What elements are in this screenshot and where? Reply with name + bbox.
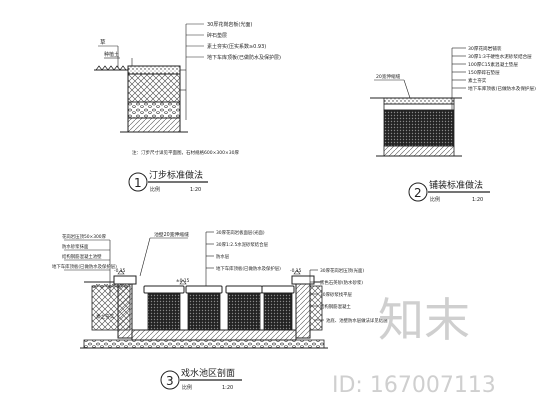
detail-3-right-callout-0: 30厚花岗岩压顶(光面)	[320, 267, 364, 274]
detail-2-callout-5: 地下车库顶板(已做防水及保护层)	[468, 85, 536, 92]
detail-2-callout-1: 30厚1:3干硬性水泥砂浆结合层	[468, 53, 532, 60]
detail-1-marker-circle	[128, 172, 148, 192]
detail-3-left-callout-1: 防水砂浆抹面	[62, 243, 89, 250]
detail-3-right-note: 池底、池壁防水层做法详见结施	[326, 317, 388, 324]
detail-1-callout-3: 地下车库顶板(已做防水及保护层)	[207, 54, 281, 61]
detail-2-title: 铺装标准做法	[429, 179, 483, 191]
gravel-base-layer	[383, 145, 455, 157]
detail-3-left-label: 素土夯实	[96, 313, 115, 320]
detail-3-scale: 1:20	[222, 385, 233, 391]
mortar-layer	[383, 103, 455, 111]
detail-1-label-grass: 草	[100, 38, 106, 46]
detail-2-marker: 2	[414, 186, 422, 200]
detail-1-marker: 1	[134, 176, 142, 190]
right-pool-wall	[295, 281, 311, 339]
detail-2-section: 30厚花岗岩铺装 30厚1:3干硬性水泥砂浆结合层 100厚C15素混凝土垫层 …	[370, 45, 536, 203]
detail-3-mid-callout-2: 防水层	[216, 253, 230, 260]
right-coping-stone	[291, 275, 315, 285]
elevation-left: -0.15	[114, 268, 126, 274]
detail-2-leaders	[374, 47, 466, 110]
slab-top-3	[225, 285, 263, 294]
pool-block-3	[227, 291, 261, 331]
detail-2-callout-4: 素土夯实	[468, 77, 487, 84]
pool-block-1	[147, 291, 181, 331]
paving-layer	[383, 97, 455, 105]
detail-1-scale: 1:20	[190, 187, 201, 193]
roof-slab-layer	[127, 117, 181, 133]
detail-3-left-callout-3: 地下车库顶板(已做防水及保护层)	[52, 263, 117, 270]
slab-top-1	[143, 285, 185, 294]
detail-1-callout-0: 30厚花岗岩板(光面)	[207, 21, 252, 28]
detail-2-marker-circle	[408, 182, 428, 202]
grass-symbol	[95, 65, 127, 71]
detail-3-title: 戏水池区剖面	[181, 367, 235, 379]
detail-2-callout-2: 100厚C15素混凝土垫层	[468, 61, 518, 68]
detail-3-left-callout-0: 花岗岩压顶50×300厚	[62, 233, 107, 240]
detail-1-scale-label: 比例	[150, 186, 160, 193]
base-gravel-layer	[83, 339, 325, 349]
detail-3-right-callout-1: 黑色石英砂(防水砂浆)	[320, 279, 363, 286]
detail-2-callout-3: 150厚碎石垫层	[468, 69, 500, 76]
detail-3-mid-callout-1: 30厚1:2.5水泥砂浆结合层	[216, 241, 269, 248]
elevation-right: -0.15	[290, 268, 302, 274]
detail-3-mid-callout-3: 地下车库顶板(已做防水及保护层)	[216, 265, 281, 272]
detail-2-scale-label: 比例	[430, 196, 440, 203]
detail-1-note: 注：汀步尺寸详见平面图，石材规格600×300×30厚	[132, 149, 239, 156]
compacted-soil-layer	[127, 101, 181, 119]
concrete-layer	[383, 109, 455, 147]
pool-floor-slab	[131, 329, 297, 341]
slab-top-2	[185, 285, 223, 294]
watermark-brand: 知末	[378, 293, 470, 347]
detail-2-callout-0: 30厚花岗岩铺装	[468, 45, 502, 52]
detail-3-mid-callout-0: 30厚花岗岩板面层(光面)	[216, 229, 265, 236]
detail-1-callout-2: 素土夯实(压实系数≥0.93)	[207, 43, 266, 50]
detail-3-section: 池壁20宽伸缩缝 花岗岩压顶50×300厚 防水砂浆抹面 结构钢筋混凝土池壁 地…	[52, 229, 388, 391]
gravel-layer	[127, 73, 181, 103]
slab-top-4	[261, 285, 295, 294]
left-pool-wall	[117, 281, 133, 339]
detail-1-section: 30厚花岗岩板(光面) 碎石垫层 素土夯实(压实系数≥0.93) 地下车库顶板(…	[94, 21, 281, 193]
pool-block-4	[263, 291, 293, 331]
detail-3-top-callout: 池壁20宽伸缩缝	[154, 231, 189, 238]
detail-2-scale: 1:20	[472, 197, 483, 203]
elevation-mid: ±0.15	[176, 278, 190, 284]
watermark-id: ID: 167007113	[332, 373, 496, 398]
detail-1-title: 汀步标准做法	[149, 169, 203, 181]
detail-3-scale-label: 比例	[182, 384, 192, 391]
watermark: 知末 ID: 167007113	[332, 293, 496, 398]
detail-3-marker-circle	[160, 370, 180, 390]
detail-3-right-callout-3: 结构钢筋混凝土	[320, 303, 351, 310]
detail-3-left-callout-2: 结构钢筋混凝土池壁	[62, 253, 102, 260]
detail-1-label-soil: 种植土	[104, 51, 119, 58]
detail-1-leaders	[180, 23, 204, 120]
detail-2-left-label: 20宽伸缩缝	[376, 73, 401, 80]
stone-slab-layer	[127, 65, 181, 75]
left-coping-stone	[113, 275, 137, 285]
pool-block-2	[187, 291, 221, 331]
detail-3-right-callout-2: 30厚砂浆找平层	[320, 291, 353, 298]
detail-3-leaders	[64, 231, 324, 321]
detail-3-marker: 3	[166, 374, 174, 388]
detail-1-callout-1: 碎石垫层	[207, 32, 227, 39]
